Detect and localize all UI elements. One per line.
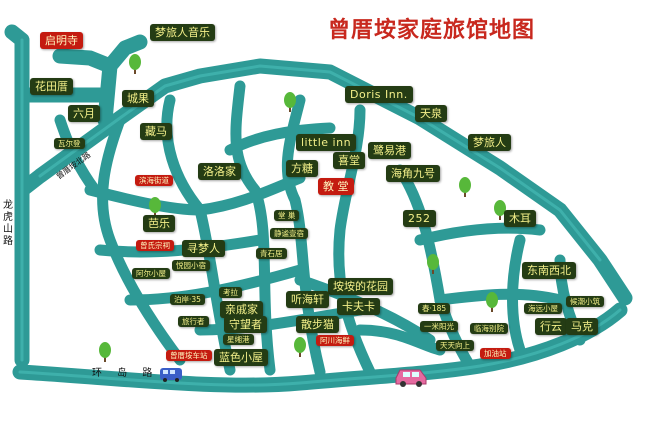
label-yueyuan-xiaosu[interactable]: 悦园小宿: [172, 260, 210, 271]
label-jiaotang[interactable]: 教 堂: [318, 178, 354, 195]
label-bale[interactable]: 芭乐: [143, 215, 175, 232]
label-mengluren[interactable]: 梦旅人: [468, 134, 511, 151]
label-bohai35[interactable]: 泊岸·35: [170, 294, 205, 305]
bus-icon: [160, 368, 182, 382]
label-qingshiju[interactable]: 青石居: [256, 248, 287, 259]
label-xunmengren[interactable]: 寻梦人: [182, 240, 225, 257]
label-xitang[interactable]: 喜堂: [333, 152, 365, 169]
label-linhai-bieyuan[interactable]: 临海别院: [470, 323, 508, 334]
label-chengguo[interactable]: 城果: [122, 90, 154, 107]
label-lvxingzhe[interactable]: 旅行者: [178, 316, 209, 327]
label-aer-xiaowu[interactable]: 阿尔小屋: [132, 268, 170, 279]
label-qinweijia[interactable]: 亲戚家: [220, 301, 263, 318]
label-zengshi-zongci[interactable]: 曾氏宗祠: [136, 240, 174, 251]
label-little-inn[interactable]: little inn: [296, 134, 357, 151]
label-haiyuan-xiaowu[interactable]: 海远小屋: [524, 303, 562, 314]
label-zengcuoan-chezhan[interactable]: 曾厝垵车站: [166, 350, 212, 361]
label-chun185[interactable]: 春·185: [418, 303, 451, 314]
label-lujiagang[interactable]: 鹭易港: [368, 142, 411, 159]
label-landong-xiaowu[interactable]: 蓝色小屋: [214, 349, 268, 366]
label-anan-huayuan[interactable]: 垵垵的花园: [328, 278, 393, 295]
label-tianquan[interactable]: 天泉: [415, 105, 447, 122]
label-mudeng[interactable]: 木耳: [504, 210, 536, 227]
map-title: 曾厝垵家庭旅馆地图: [328, 17, 536, 43]
label-binhai-jiedao[interactable]: 滨海街道: [135, 175, 173, 186]
label-luoluojia[interactable]: 洛洛家: [198, 163, 241, 180]
label-kaola[interactable]: 考拉: [219, 287, 242, 298]
car-icon: [395, 369, 427, 387]
label-kafuka[interactable]: 卡夫卡: [337, 298, 380, 315]
tree-icons: [99, 54, 506, 362]
label-shouwangzhe[interactable]: 守望者: [224, 316, 267, 333]
road-longhushan: 龙虎山路: [3, 200, 13, 247]
label-haijiao-jiuhao[interactable]: 海角九号: [386, 165, 440, 182]
label-waerdeng[interactable]: 瓦尔登: [54, 138, 85, 149]
label-tangchao[interactable]: 堂 巢: [274, 210, 300, 221]
label-make[interactable]: 马克: [566, 318, 598, 335]
label-xingyun[interactable]: 行云: [535, 318, 567, 335]
label-dongnan-xibei[interactable]: 东南西北: [522, 262, 576, 279]
label-sanbumao[interactable]: 散步猫: [296, 316, 339, 333]
label-cangma[interactable]: 藏马: [140, 123, 172, 140]
label-huatiancuo[interactable]: 花田厝: [30, 78, 73, 95]
label-tiantian-xiangshang[interactable]: 天天向上: [436, 340, 474, 351]
label-liuyue[interactable]: 六月: [68, 105, 100, 122]
label-jiayouzhan[interactable]: 加油站: [480, 348, 511, 359]
label-252[interactable]: 252: [403, 210, 436, 227]
label-qimingsi[interactable]: 启明寺: [40, 32, 83, 49]
label-doris-inn[interactable]: Doris Inn.: [345, 86, 413, 103]
label-houchao-xiaozhu[interactable]: 候潮小筑: [566, 296, 604, 307]
label-fangtang[interactable]: 方糖: [286, 160, 318, 177]
label-yimi-yangguang[interactable]: 一米阳光: [420, 321, 458, 332]
road-huandao: 环 岛 路: [92, 368, 159, 379]
label-xingxiang[interactable]: 星缃港: [223, 334, 254, 345]
label-mengluren-yinyue[interactable]: 梦旅人音乐: [150, 24, 215, 41]
label-qingyu-yisu[interactable]: 静谧壹宿: [270, 228, 308, 239]
label-xinhaixuan[interactable]: 听海轩: [286, 291, 329, 308]
label-achuan-haixian[interactable]: 阿川海鲜: [316, 335, 354, 346]
